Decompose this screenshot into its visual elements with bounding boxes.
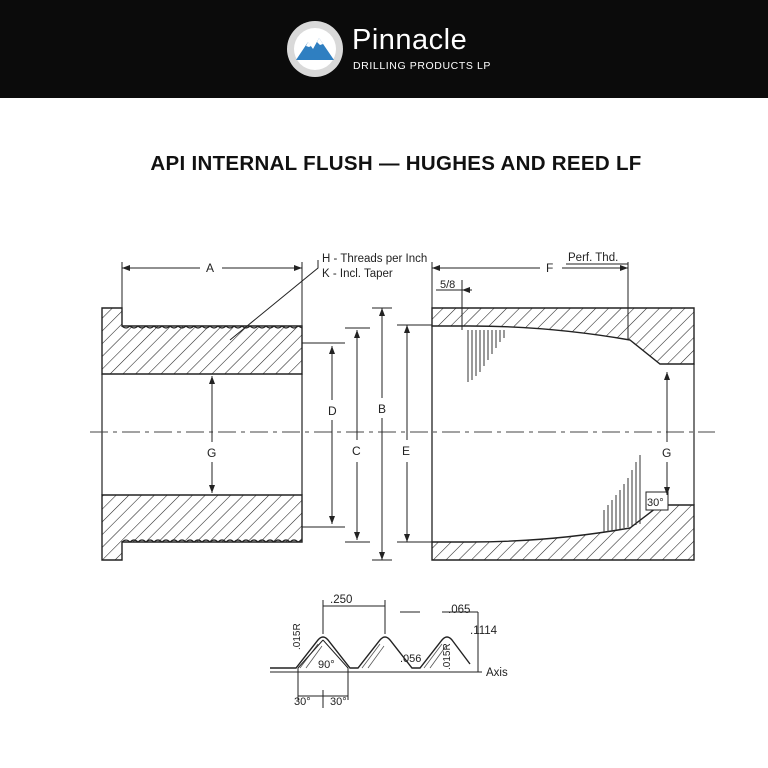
box-section: 30° bbox=[431, 307, 695, 561]
flank-angle-right-label: 30° bbox=[330, 696, 347, 708]
brand-name: Pinnacle bbox=[352, 24, 468, 56]
flat-top-label: .065 bbox=[448, 604, 470, 616]
dim-a-label: A bbox=[206, 261, 214, 275]
dim-c-label: C bbox=[352, 444, 361, 458]
axis-label: Axis bbox=[486, 667, 508, 679]
thread-profile-detail: .250 .065 .1114 .056 90° 30° 30° Axis .0… bbox=[270, 594, 508, 708]
thread-depth-label: .1114 bbox=[470, 625, 498, 637]
threads-per-inch-label: H - Threads per Inch bbox=[322, 253, 427, 265]
pin-section bbox=[101, 307, 303, 561]
header-bar: Pinnacle DRILLING PRODUCTS LP bbox=[0, 0, 768, 98]
dim-f-label: F bbox=[546, 261, 553, 275]
dim-e-label: E bbox=[402, 444, 410, 458]
dim-g-left-label: G bbox=[207, 446, 216, 460]
brand-subtitle: DRILLING PRODUCTS LP bbox=[353, 60, 492, 72]
dim-b-label: B bbox=[378, 402, 386, 416]
flat-root-label: .056 bbox=[400, 653, 421, 665]
root-radius-right-label: .015R bbox=[442, 643, 453, 670]
mountain-logo-icon bbox=[286, 20, 344, 78]
dim-g-right-label: G bbox=[662, 446, 671, 460]
page-title: API INTERNAL FLUSH — HUGHES AND REED LF bbox=[150, 152, 642, 175]
dim-d-label: D bbox=[328, 404, 337, 418]
chamfer-angle-label: 30° bbox=[647, 497, 664, 509]
perf-thread-label: Perf. Thd. bbox=[568, 252, 618, 264]
pitch-label: .250 bbox=[330, 594, 352, 606]
taper-label: K - Incl. Taper bbox=[322, 268, 393, 280]
included-angle-label: 90° bbox=[318, 659, 335, 671]
root-radius-left-label: .015R bbox=[292, 623, 303, 650]
five-eighths-label: 5/8 bbox=[440, 279, 455, 291]
flank-angle-left-label: 30° bbox=[294, 696, 311, 708]
